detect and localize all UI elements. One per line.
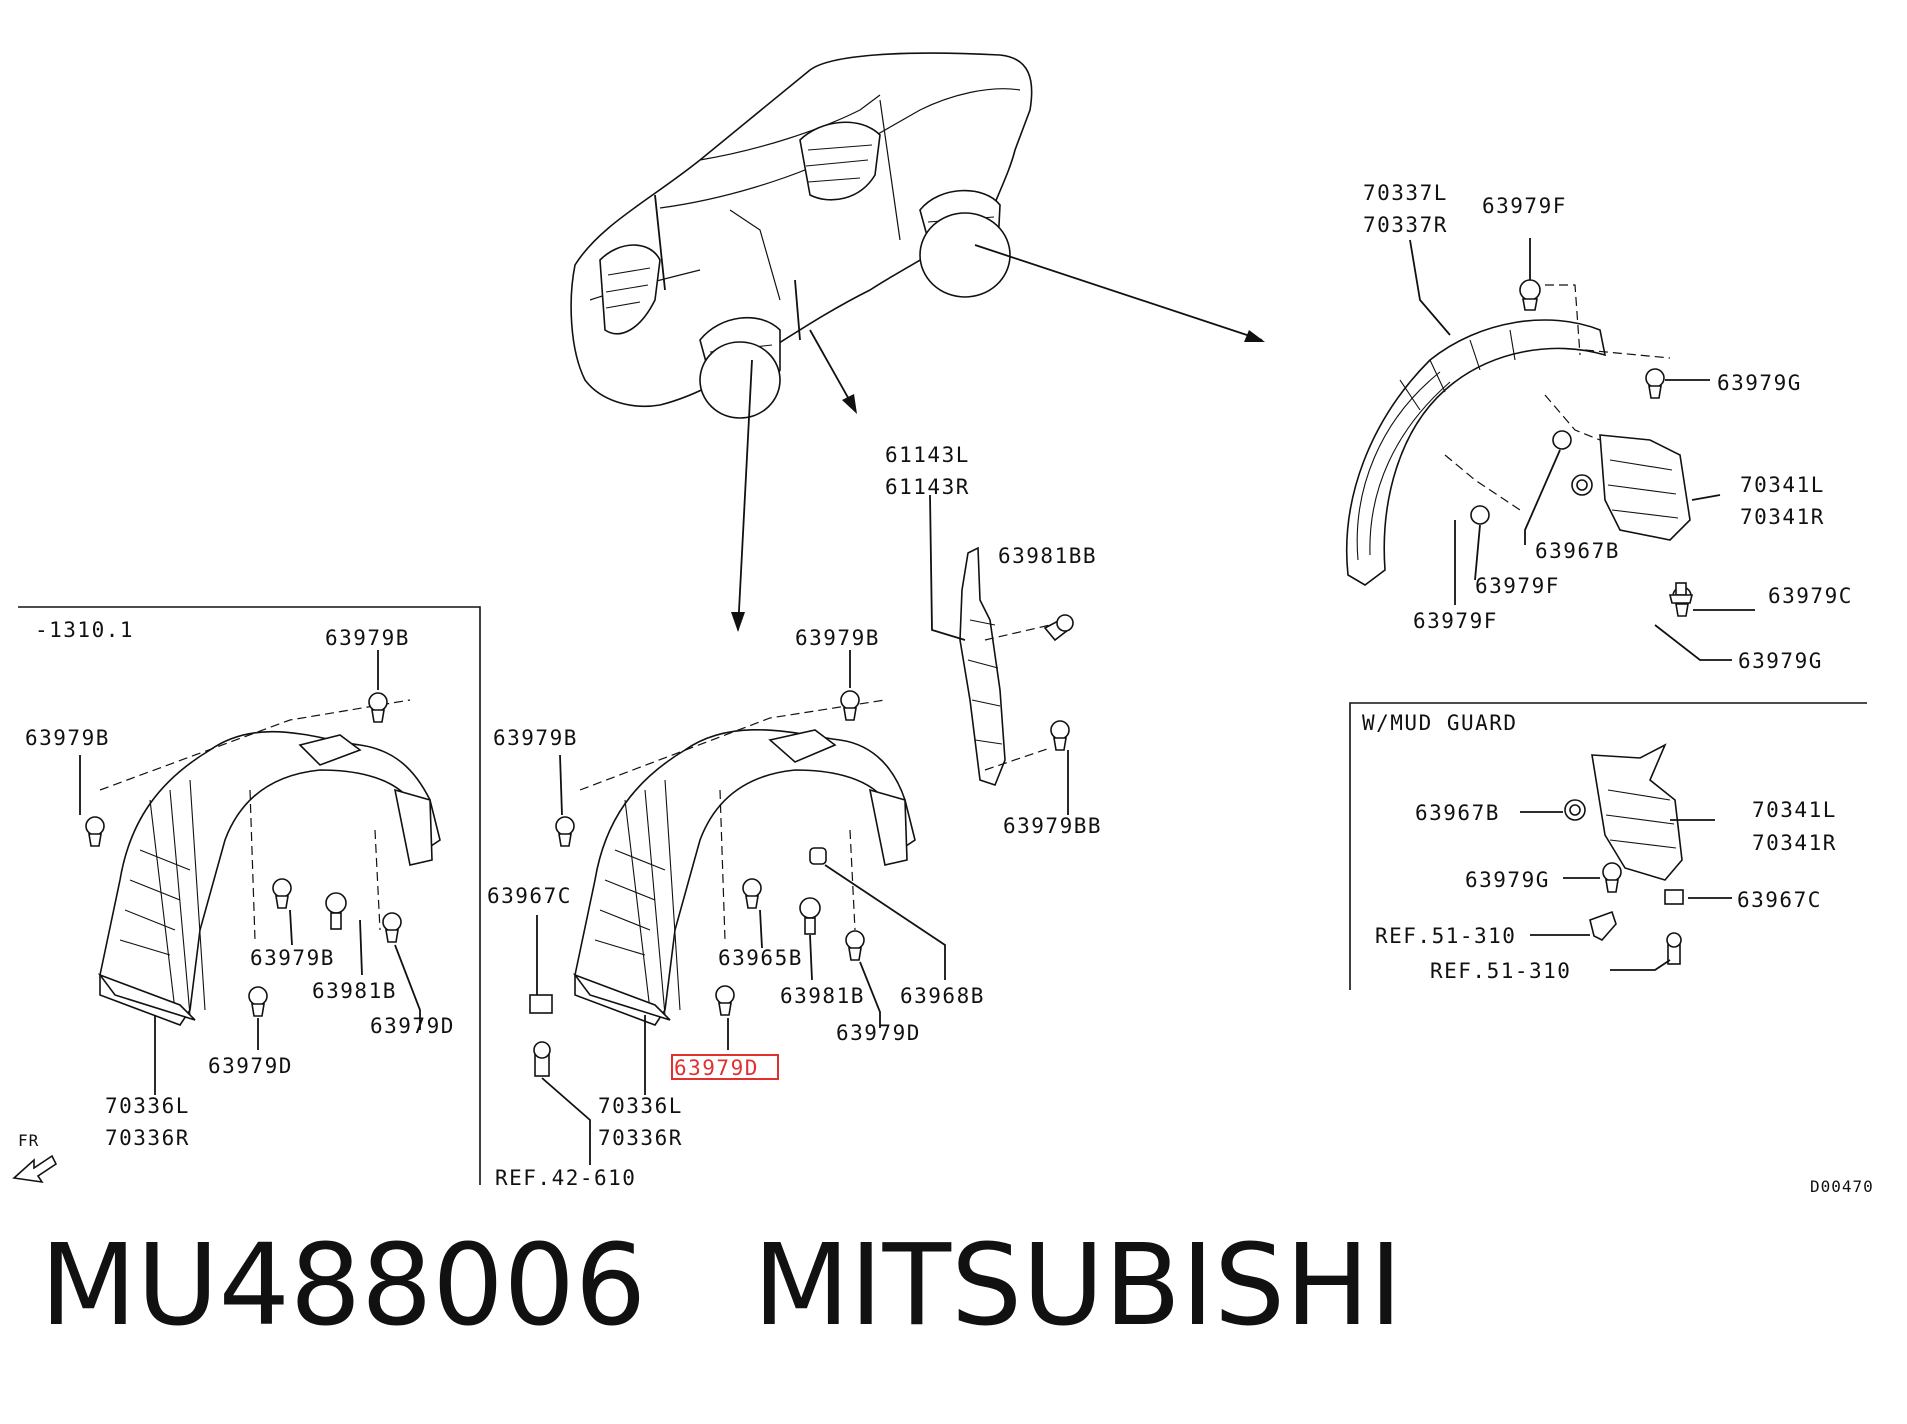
left-label-5: 63979D: [370, 1014, 455, 1038]
splash-label-1: 61143L: [885, 443, 970, 467]
diagram-code: D00470: [1810, 1177, 1874, 1196]
svg-text:FR: FR: [18, 1131, 39, 1150]
mud-label-1: 70341L: [1752, 798, 1837, 822]
rear-splash-guard: [1599, 434, 1691, 541]
rear-label-5: 70341L: [1740, 473, 1825, 497]
left-label-2: 63979B: [25, 726, 110, 750]
left-panel-frame: [18, 606, 481, 1185]
center-label-5: 63981B: [780, 984, 865, 1008]
rear-label-1: 70337L: [1363, 181, 1448, 205]
left-label-7: 70336L: [105, 1094, 190, 1118]
rear-label-7: 63967B: [1535, 539, 1620, 563]
center-panel: 63979B 63979B 63967C 63965B 63981B 63968…: [487, 626, 985, 1190]
fastener-clips-center: [529, 690, 865, 1077]
brand-name: MITSUBISHI: [752, 1221, 1403, 1351]
mud-label-6: REF.51-310: [1375, 924, 1516, 948]
car-overview: [570, 52, 1265, 632]
rear-label-2: 70337R: [1363, 213, 1448, 237]
highlighted-part-label: 63979D: [671, 1054, 779, 1080]
rear-label-8: 63979F: [1475, 574, 1560, 598]
fastener-clips-rear: [1470, 279, 1694, 617]
part-caption: MU488006 MITSUBISHI: [40, 1230, 1402, 1342]
rear-label-11: 63979G: [1738, 649, 1823, 673]
center-label-11: REF.42-610: [495, 1166, 636, 1190]
splash-label-4: 63979BB: [1003, 814, 1102, 838]
fr-arrow-icon: FR: [12, 1131, 58, 1184]
splash-label-2: 61143R: [885, 475, 970, 499]
rear-label-3: 63979F: [1482, 194, 1567, 218]
splash-shield: [959, 546, 1006, 786]
front-liner-center: [572, 728, 916, 1026]
rear-label-6: 70341R: [1740, 505, 1825, 529]
center-label-2: 63979B: [493, 726, 578, 750]
center-label-6: 63968B: [900, 984, 985, 1008]
mud-label-2: 70341R: [1752, 831, 1837, 855]
fastener-clips-mud: [1564, 799, 1684, 965]
mud-guard-panel: W/MUD GUARD 70341L 70341R 63967B 63979G …: [1349, 702, 1867, 990]
mud-label-5: 63967C: [1737, 888, 1822, 912]
rear-label-9: 63979F: [1413, 609, 1498, 633]
left-label-8: 70336R: [105, 1126, 190, 1150]
splash-shield-panel: 61143L 61143R 63981BB 63979BB: [885, 443, 1102, 838]
rear-liner: [1345, 319, 1607, 586]
rear-panel: 70337L 70337R 63979F 63979G 70341L 70341…: [1345, 181, 1853, 673]
center-label-7: 63979D: [836, 1021, 921, 1045]
center-label-10: 70336R: [598, 1126, 683, 1150]
mud-label-4: 63979G: [1465, 868, 1550, 892]
center-label-4: 63965B: [718, 946, 803, 970]
rear-label-4: 63979G: [1717, 371, 1802, 395]
part-number: MU488006: [40, 1221, 647, 1351]
mud-guard-title: W/MUD GUARD: [1362, 711, 1518, 735]
mud-guard-frame: [1349, 702, 1867, 990]
left-panel: -1310.1 63979B 6397: [12, 606, 481, 1185]
left-date-code: -1310.1: [35, 618, 134, 642]
left-label-6: 63979D: [208, 1054, 293, 1078]
mud-label-7: REF.51-310: [1430, 959, 1571, 983]
center-label-3: 63967C: [487, 884, 572, 908]
left-label-3: 63979B: [250, 946, 335, 970]
mud-label-3: 63967B: [1415, 801, 1500, 825]
splash-label-3: 63981BB: [998, 544, 1097, 568]
rear-label-10: 63979C: [1768, 584, 1853, 608]
center-label-9: 70336L: [598, 1094, 683, 1118]
left-label-1: 63979B: [325, 626, 410, 650]
left-label-4: 63981B: [312, 979, 397, 1003]
center-label-1: 63979B: [795, 626, 880, 650]
mud-guard: [1591, 743, 1683, 881]
fastener-clips-left: [85, 692, 402, 1017]
front-liner-left: [97, 730, 441, 1026]
svg-text:63979D: 63979D: [674, 1056, 759, 1080]
